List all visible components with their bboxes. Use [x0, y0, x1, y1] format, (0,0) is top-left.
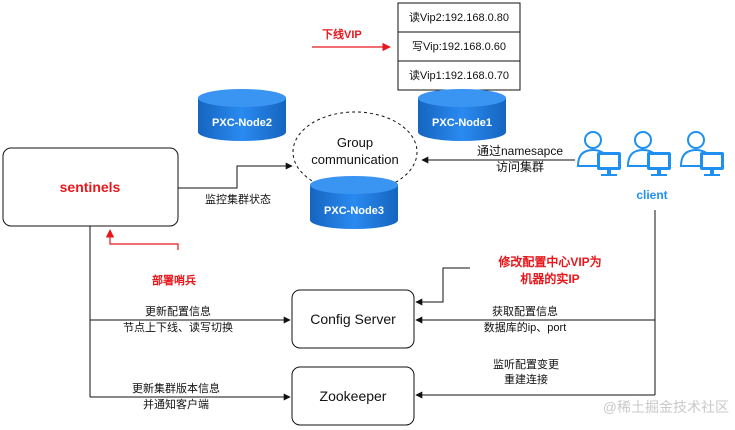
- read-vip2: 读Vip2:192.168.0.80: [409, 10, 509, 24]
- get-config-line1: 获取配置信息: [492, 304, 558, 318]
- vip-table: 读Vip2:192.168.0.80 写Vip:192.168.0.60 读Vi…: [397, 2, 521, 91]
- pxc-node1-label: PXC-Node1: [432, 117, 492, 129]
- pxc-node1-icon: PXC-Node1: [418, 89, 506, 141]
- monitor-arrow: [178, 162, 293, 189]
- update-version-line1: 更新集群版本信息: [132, 381, 220, 395]
- update-version-line2: 并通知客户端: [143, 397, 209, 411]
- deploy-label: 部署哨兵: [152, 273, 196, 287]
- update-config-line2: 节点上下线、读写切换: [123, 320, 233, 334]
- update-config-line1: 更新配置信息: [145, 304, 211, 318]
- listen-config-line2: 重建连接: [504, 372, 548, 386]
- pxc-node2-icon: PXC-Node2: [198, 89, 286, 141]
- read-vip1: 读Vip1:192.168.0.70: [409, 68, 509, 82]
- client-icons: [577, 131, 725, 177]
- config-server-label: Config Server: [310, 311, 396, 327]
- offline-vip-label: 下线VIP: [322, 27, 362, 41]
- namespace-line1: 通过namesapce: [477, 144, 563, 158]
- listen-config-line1: 监听配置变更: [493, 357, 559, 371]
- client-icon-2: [627, 131, 672, 177]
- pxc-node3-icon: PXC-Node3: [310, 176, 398, 229]
- client-icon-3: [680, 131, 725, 177]
- modify-config-line2: 机器的实IP: [520, 271, 579, 286]
- namespace-line2: 访问集群: [496, 159, 544, 174]
- zookeeper-box: [291, 366, 415, 426]
- group-comm-line1: Group: [337, 135, 373, 150]
- zookeeper-label: Zookeeper: [320, 388, 387, 404]
- watermark: @稀土掘金技术社区: [603, 399, 729, 415]
- pxc-node2-label: PXC-Node2: [212, 117, 272, 129]
- modify-config-arrow: [415, 267, 470, 306]
- write-vip: 写Vip:192.168.0.60: [412, 41, 506, 53]
- client-icon-1: [577, 131, 622, 177]
- get-config-line2: 数据库的ip、port: [484, 320, 567, 334]
- client-label: client: [636, 188, 667, 202]
- pxc-node3-label: PXC-Node3: [324, 205, 384, 217]
- config-server-box: [291, 289, 415, 349]
- modify-config-line1: 修改配置中心VIP为: [497, 254, 601, 269]
- monitor-label: 监控集群状态: [205, 192, 271, 206]
- deploy-arrow: [105, 229, 179, 250]
- sentinels-label: sentinels: [60, 179, 121, 195]
- group-comm-line2: communication: [311, 152, 398, 167]
